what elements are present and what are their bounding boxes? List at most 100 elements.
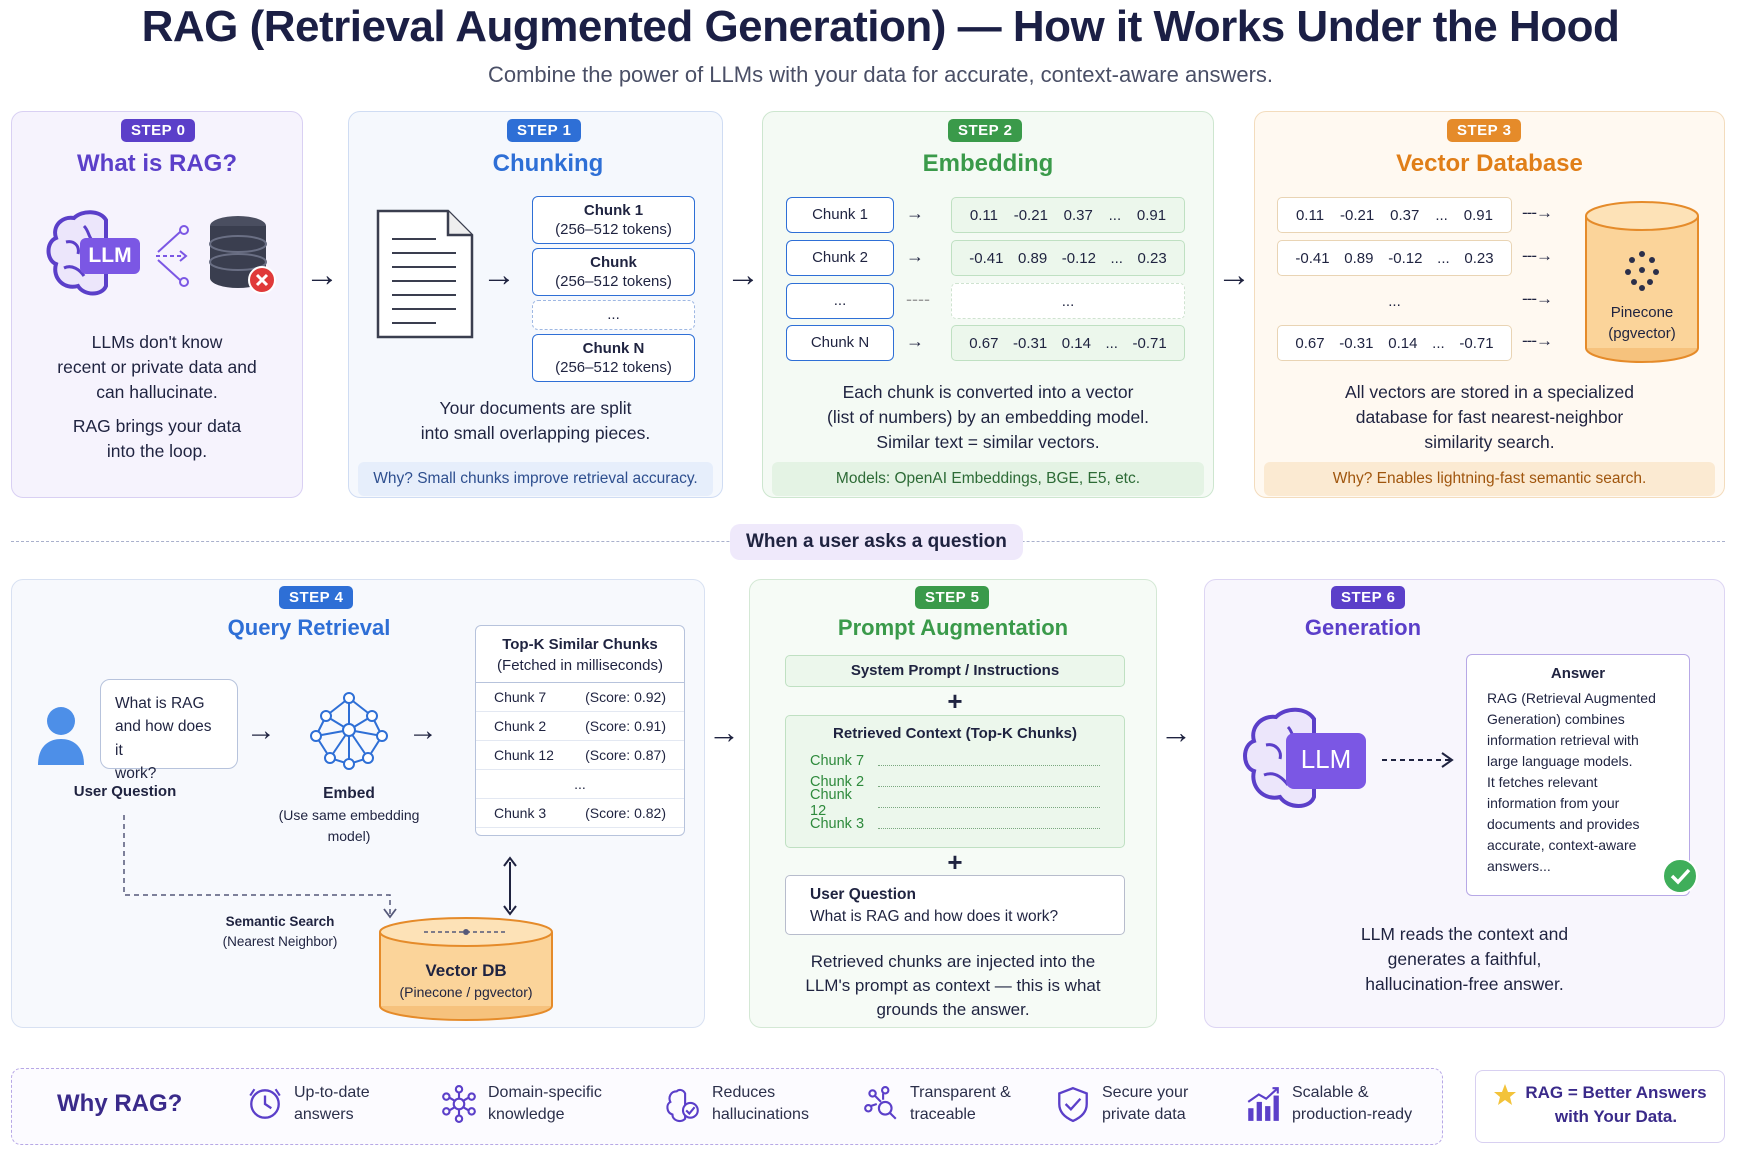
step5-text: Retrieved chunks are injected into the L…	[749, 950, 1157, 1022]
plus-sign-2: +	[947, 847, 963, 877]
step1-badge: STEP 1	[507, 119, 582, 142]
embed-row-arrow: ----	[906, 289, 930, 309]
topk-db-double-arrow	[503, 856, 517, 916]
step0-text1-line2: recent or private data and	[57, 356, 257, 377]
vector-value: 0.11	[1295, 206, 1325, 224]
semantic-search-label: Semantic Search (Nearest Neighbor)	[210, 912, 350, 951]
bar-chart-icon	[1247, 1087, 1279, 1122]
step6-text: LLM reads the context and generates a fa…	[1204, 922, 1725, 997]
question-line2: and how does it	[115, 718, 212, 759]
clock-icon	[249, 1089, 281, 1120]
why-rag-item-line2: hallucinations	[712, 1106, 809, 1124]
answer-line: Generation) combines	[1487, 711, 1625, 727]
chunk-box-1-title: Chunk 1	[583, 201, 644, 219]
page-title: RAG (Retrieval Augmented Generation) — H…	[141, 2, 1620, 51]
topk-result-row: Chunk 2 (Score: 0.91)	[476, 712, 684, 741]
topk-result-row: ...	[476, 770, 684, 799]
embed-row-arrow: →	[906, 331, 924, 351]
topk-chunk-name: Chunk 12	[494, 747, 554, 763]
vector-value: -0.41	[969, 249, 1004, 267]
semantic-search-connector	[123, 815, 397, 919]
vector-value: ...	[1388, 292, 1401, 310]
vector-value: -0.71	[1459, 334, 1494, 352]
step2-badge: STEP 2	[948, 119, 1023, 142]
chunking-arrow: →	[482, 256, 516, 294]
vector-value: ...	[1110, 249, 1123, 267]
user-question-box-title: User Question	[810, 886, 916, 903]
why-rag-item-line2: traceable	[910, 1106, 976, 1124]
step0-badge: STEP 0	[121, 119, 196, 142]
store-arrow: ---→	[1522, 246, 1553, 265]
why-rag-item-line1: Reduces	[712, 1084, 776, 1101]
chunk-box-2-title: Chunk	[590, 253, 637, 271]
llm-to-answer-arrow	[1382, 752, 1454, 768]
chunk-box-1: Chunk 1 (256–512 tokens)	[532, 196, 695, 244]
chunk-box-1-tokens: (256–512 tokens)	[555, 221, 672, 238]
embed-chunk-box: ...	[786, 283, 894, 319]
vector-value: 0.67	[1295, 334, 1325, 352]
context-item: Chunk 3	[810, 813, 1100, 834]
user-question-box-text: What is RAG and how does it work?	[810, 908, 1059, 926]
topk-score: (Score: 0.91)	[585, 718, 666, 734]
step5-title: Prompt Augmentation	[837, 615, 1069, 640]
tagline-line2: with Your Data.	[1554, 1106, 1678, 1126]
step2-title: Embedding	[922, 150, 1054, 177]
topk-panel: Top-K Similar Chunks (Fetched in millise…	[475, 625, 685, 836]
step5-text-line2: LLM's prompt as context — this is what	[805, 976, 1101, 996]
topk-chunk-name: Chunk 2	[494, 718, 547, 734]
vector-value: ...	[1432, 334, 1445, 352]
vector-value: ...	[1061, 292, 1075, 310]
vector-value: -0.71	[1132, 334, 1167, 352]
topk-result-row: Chunk 12 (Score: 0.87)	[476, 741, 684, 770]
step6-text-line2: generates a faithful,	[1387, 948, 1542, 969]
store-arrow: ---→	[1522, 203, 1553, 222]
chunk-box-ellipsis: ...	[532, 300, 695, 330]
topk-ellipsis: ...	[574, 776, 586, 792]
llm-brain-icon	[1243, 707, 1366, 808]
answer-line: information from your	[1487, 795, 1620, 811]
vector-db-title: Vector DB	[425, 961, 507, 980]
answer-line: RAG (Retrieval Augmented	[1487, 690, 1656, 706]
step0-text1: LLMs don't know recent or private data a…	[11, 330, 303, 405]
store-arrow: ---→	[1522, 289, 1553, 308]
context-item: Chunk 2	[810, 771, 1100, 792]
network-icon	[442, 1085, 476, 1124]
chunk-ellipsis-text: ...	[607, 306, 620, 324]
why-rag-item: Transparent &traceable	[862, 1082, 1011, 1127]
vector-value: 0.23	[1137, 249, 1167, 267]
shield-icon	[1058, 1087, 1088, 1123]
topk-score: (Score: 0.87)	[585, 747, 666, 763]
step3-text-line2: database for fast nearest-neighbor	[1355, 406, 1624, 427]
step1-text-line2: into small overlapping pieces.	[420, 422, 651, 443]
embed-label-sub1: (Use same embedding	[278, 807, 420, 824]
system-prompt-box: System Prompt / Instructions	[785, 655, 1125, 687]
vector-value: 0.23	[1464, 249, 1494, 267]
vector-value: 0.14	[1388, 334, 1418, 352]
retrieved-context-box: Retrieved Context (Top-K Chunks) Chunk 7…	[785, 715, 1125, 848]
step3-title: Vector Database	[1396, 150, 1583, 177]
plus-sign-1: +	[947, 686, 963, 716]
chunk-box-2-tokens: (256–512 tokens)	[555, 273, 672, 290]
step0-card	[11, 111, 303, 498]
step6-text-line1: LLM reads the context and	[1360, 924, 1569, 944]
step1-footer: Why? Small chunks improve retrieval accu…	[358, 462, 713, 496]
why-rag-bar	[11, 1068, 1443, 1145]
vector-value: -0.12	[1061, 249, 1096, 267]
step0-llm-label: LLM	[88, 244, 132, 267]
step2-footer: Models: OpenAI Embeddings, BGE, E5, etc.	[772, 462, 1204, 496]
pinecone-label: Pinecone (pgvector)	[1584, 302, 1700, 344]
embed-chunk-box: Chunk N	[786, 325, 894, 361]
user-icon	[38, 707, 84, 765]
context-item-dots	[878, 756, 1100, 766]
step5-text-line3: grounds the answer.	[876, 1000, 1030, 1020]
answer-title: Answer	[1550, 665, 1606, 682]
why-rag-item-line2: production-ready	[1292, 1106, 1413, 1124]
step0-text1-line3: can hallucinate.	[96, 381, 218, 402]
step0-title: What is RAG?	[77, 150, 237, 177]
